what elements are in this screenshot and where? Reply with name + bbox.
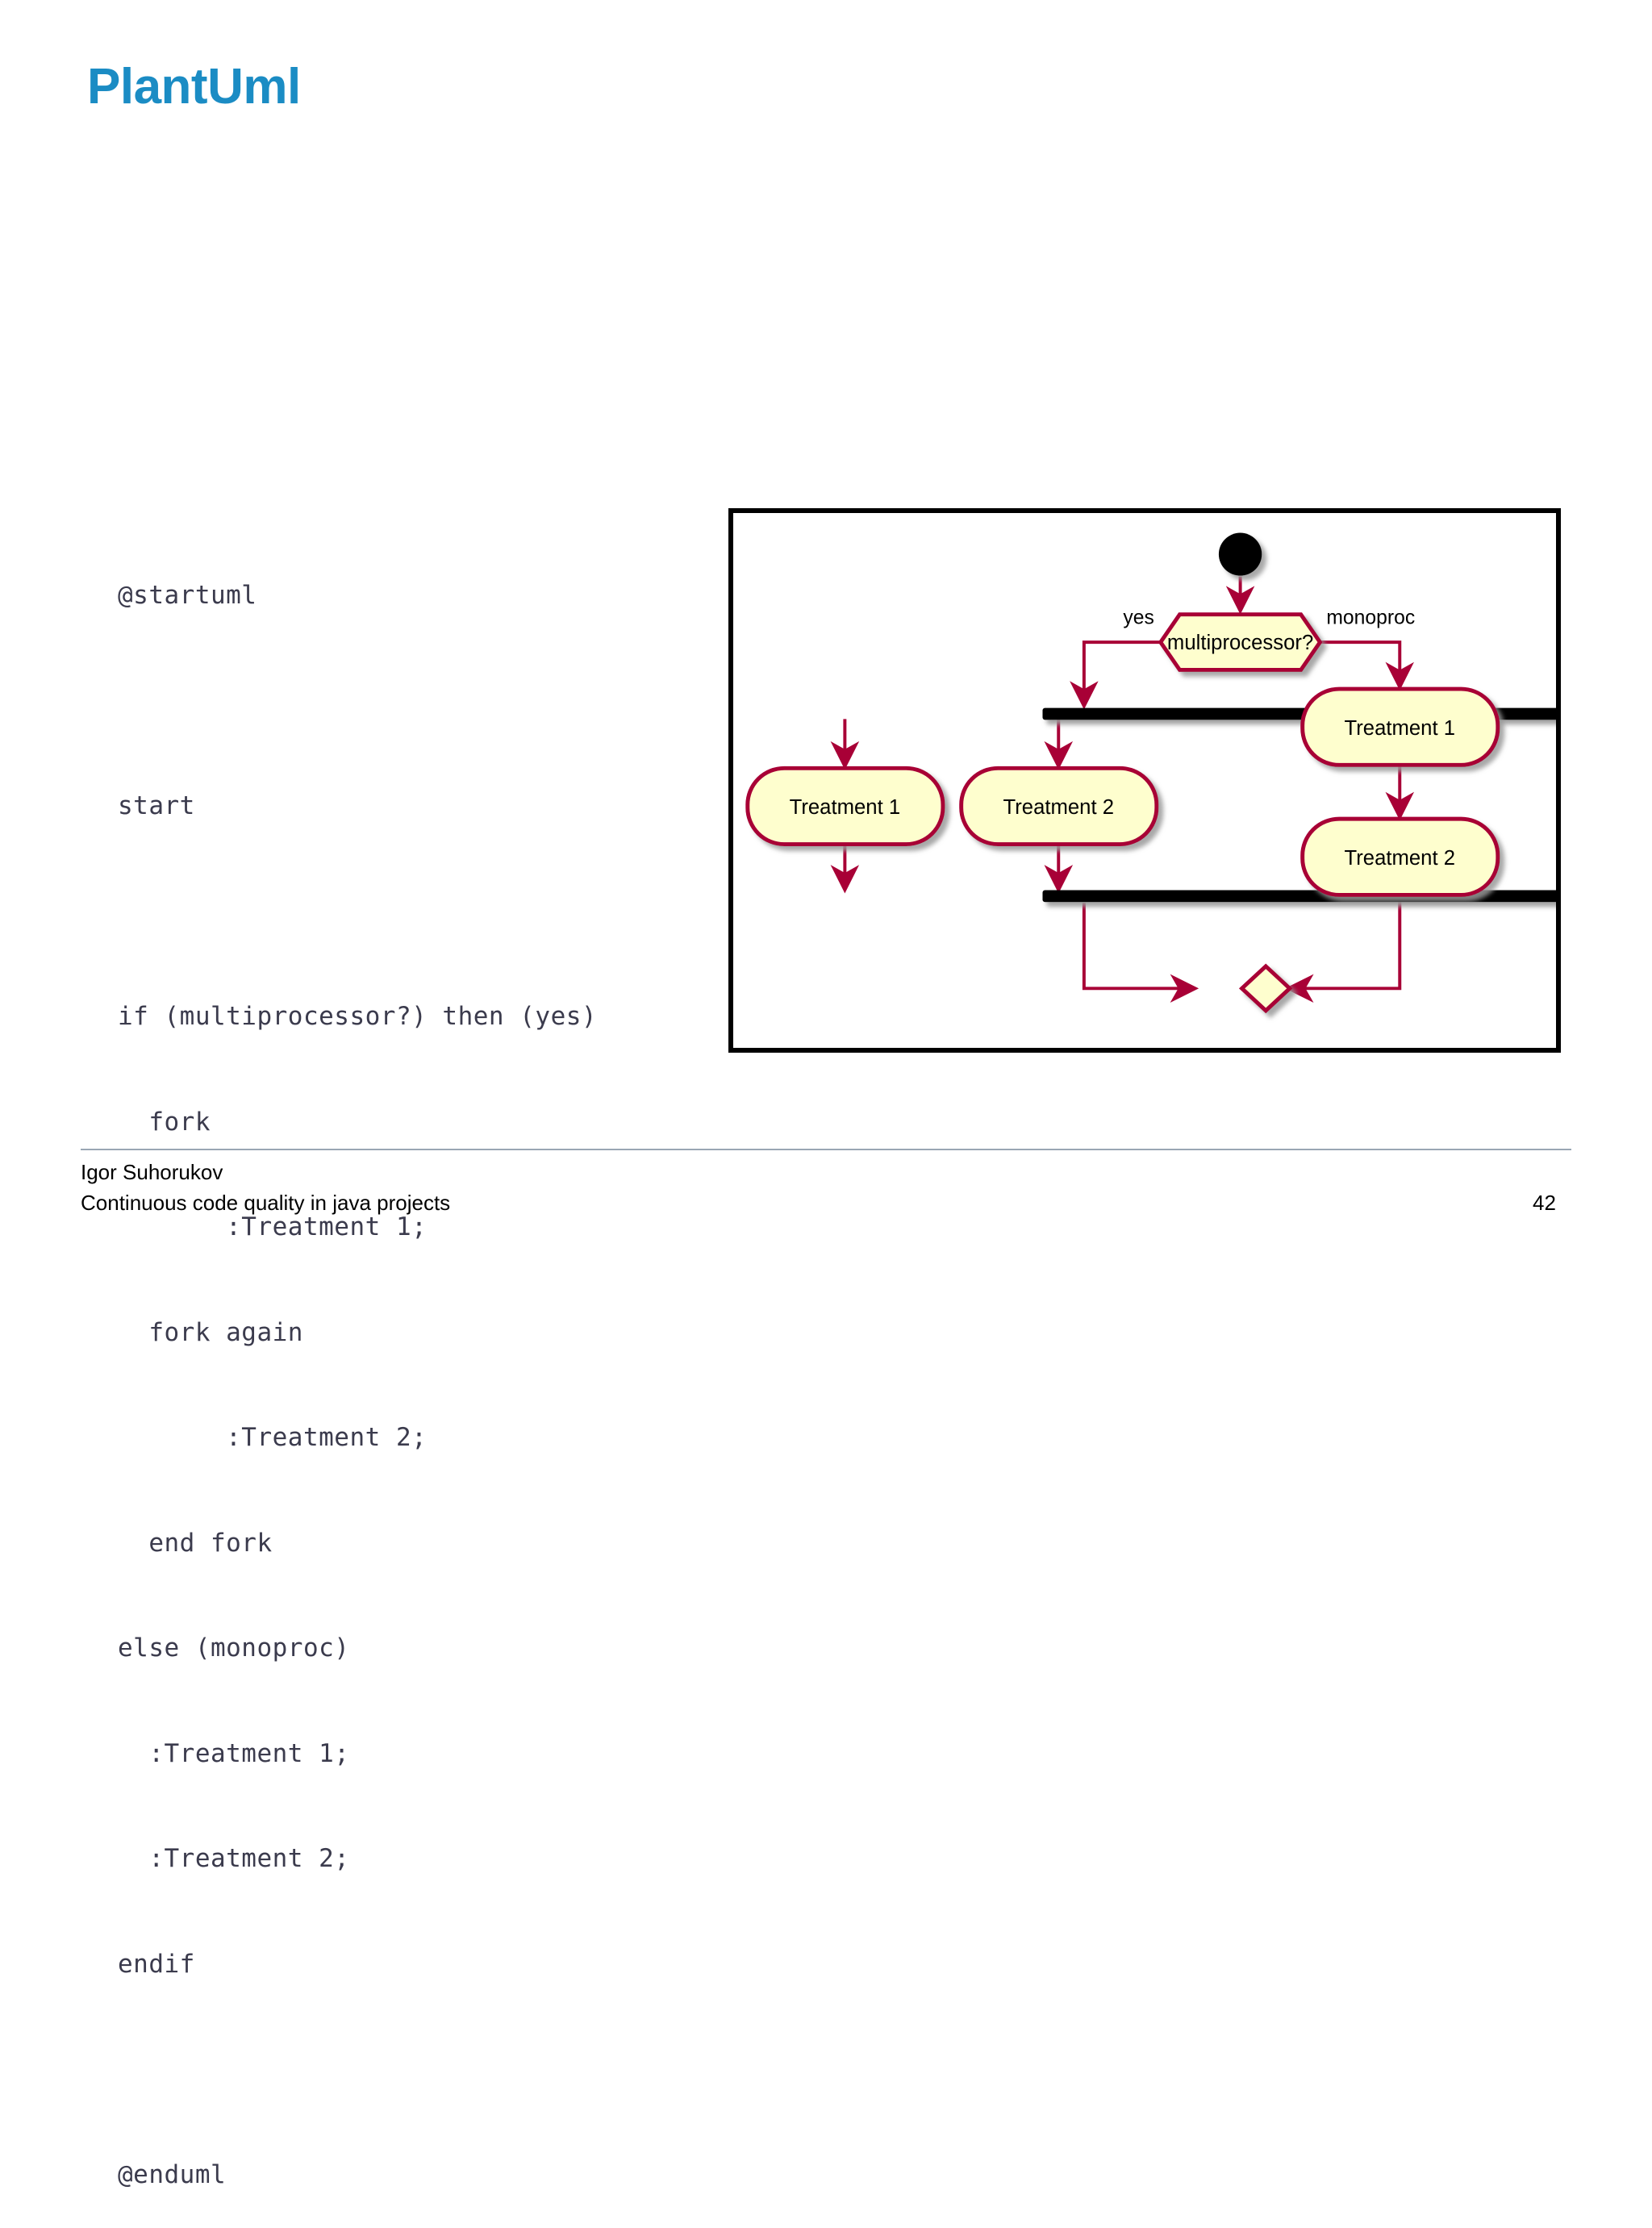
- code-line: [118, 895, 597, 930]
- code-line: end fork: [118, 1528, 273, 1558]
- footer-subtitle: Continuous code quality in java projects: [81, 1191, 451, 1215]
- code-line: :Treatment 1;: [118, 1738, 350, 1768]
- code-line: :Treatment 2;: [118, 1844, 350, 1873]
- edge-right-t2-to-merge: [1284, 895, 1402, 1003]
- edge-label-yes: yes: [1123, 607, 1153, 629]
- edge-label-monoproc: monoproc: [1326, 607, 1415, 629]
- code-line: :Treatment 2;: [118, 1423, 428, 1452]
- merge-diamond-icon: [1238, 963, 1293, 1014]
- code-line: [118, 684, 597, 720]
- code-line: fork: [118, 1107, 211, 1137]
- page-number: 42: [1533, 1191, 1556, 1215]
- activity-node-right-treatment-2[interactable]: Treatment 2: [1300, 816, 1500, 897]
- activity-node-label: Treatment 1: [790, 796, 901, 819]
- page-title: PlantUml: [87, 59, 301, 115]
- code-line: start: [118, 791, 195, 820]
- code-line: endif: [118, 1949, 195, 1979]
- edge-join-to-merge: [1082, 903, 1199, 1003]
- code-line: [118, 2052, 597, 2088]
- code-line: else (monoproc): [118, 1633, 350, 1663]
- activity-diagram: multiprocessor? yes monoproc Treatment 1…: [745, 532, 1556, 1014]
- activity-diagram-frame: multiprocessor? yes monoproc Treatment 1…: [728, 508, 1561, 1053]
- start-node-icon: [1218, 532, 1262, 576]
- activity-node-label: Treatment 2: [1345, 847, 1456, 870]
- activity-node-label: Treatment 1: [1345, 717, 1456, 740]
- footer-divider: [81, 1149, 1571, 1150]
- diagram-edges: [830, 576, 1415, 1003]
- code-line: fork again: [118, 1317, 303, 1347]
- plantuml-code-listing: @startuml start if (multiprocessor?) the…: [118, 508, 597, 2228]
- decision-node-multiprocessor[interactable]: multiprocessor?: [1158, 612, 1323, 672]
- footer-author: Igor Suhorukov: [81, 1160, 223, 1184]
- code-line: @enduml: [118, 2159, 227, 2189]
- activity-node-left-treatment-1[interactable]: Treatment 1: [745, 766, 945, 847]
- code-line: @startuml: [118, 581, 257, 610]
- activity-node-right-treatment-1[interactable]: Treatment 1: [1300, 686, 1500, 767]
- edge-monoproc-to-right-t1: [1320, 640, 1415, 691]
- decision-node-label: multiprocessor?: [1167, 632, 1313, 654]
- code-line: :Treatment 1;: [118, 1212, 428, 1241]
- activity-node-label: Treatment 2: [1003, 796, 1114, 819]
- activity-node-left-treatment-2[interactable]: Treatment 2: [959, 766, 1159, 847]
- code-line: if (multiprocessor?) then (yes): [118, 1002, 598, 1031]
- edge-yes-to-fork: [1070, 640, 1161, 710]
